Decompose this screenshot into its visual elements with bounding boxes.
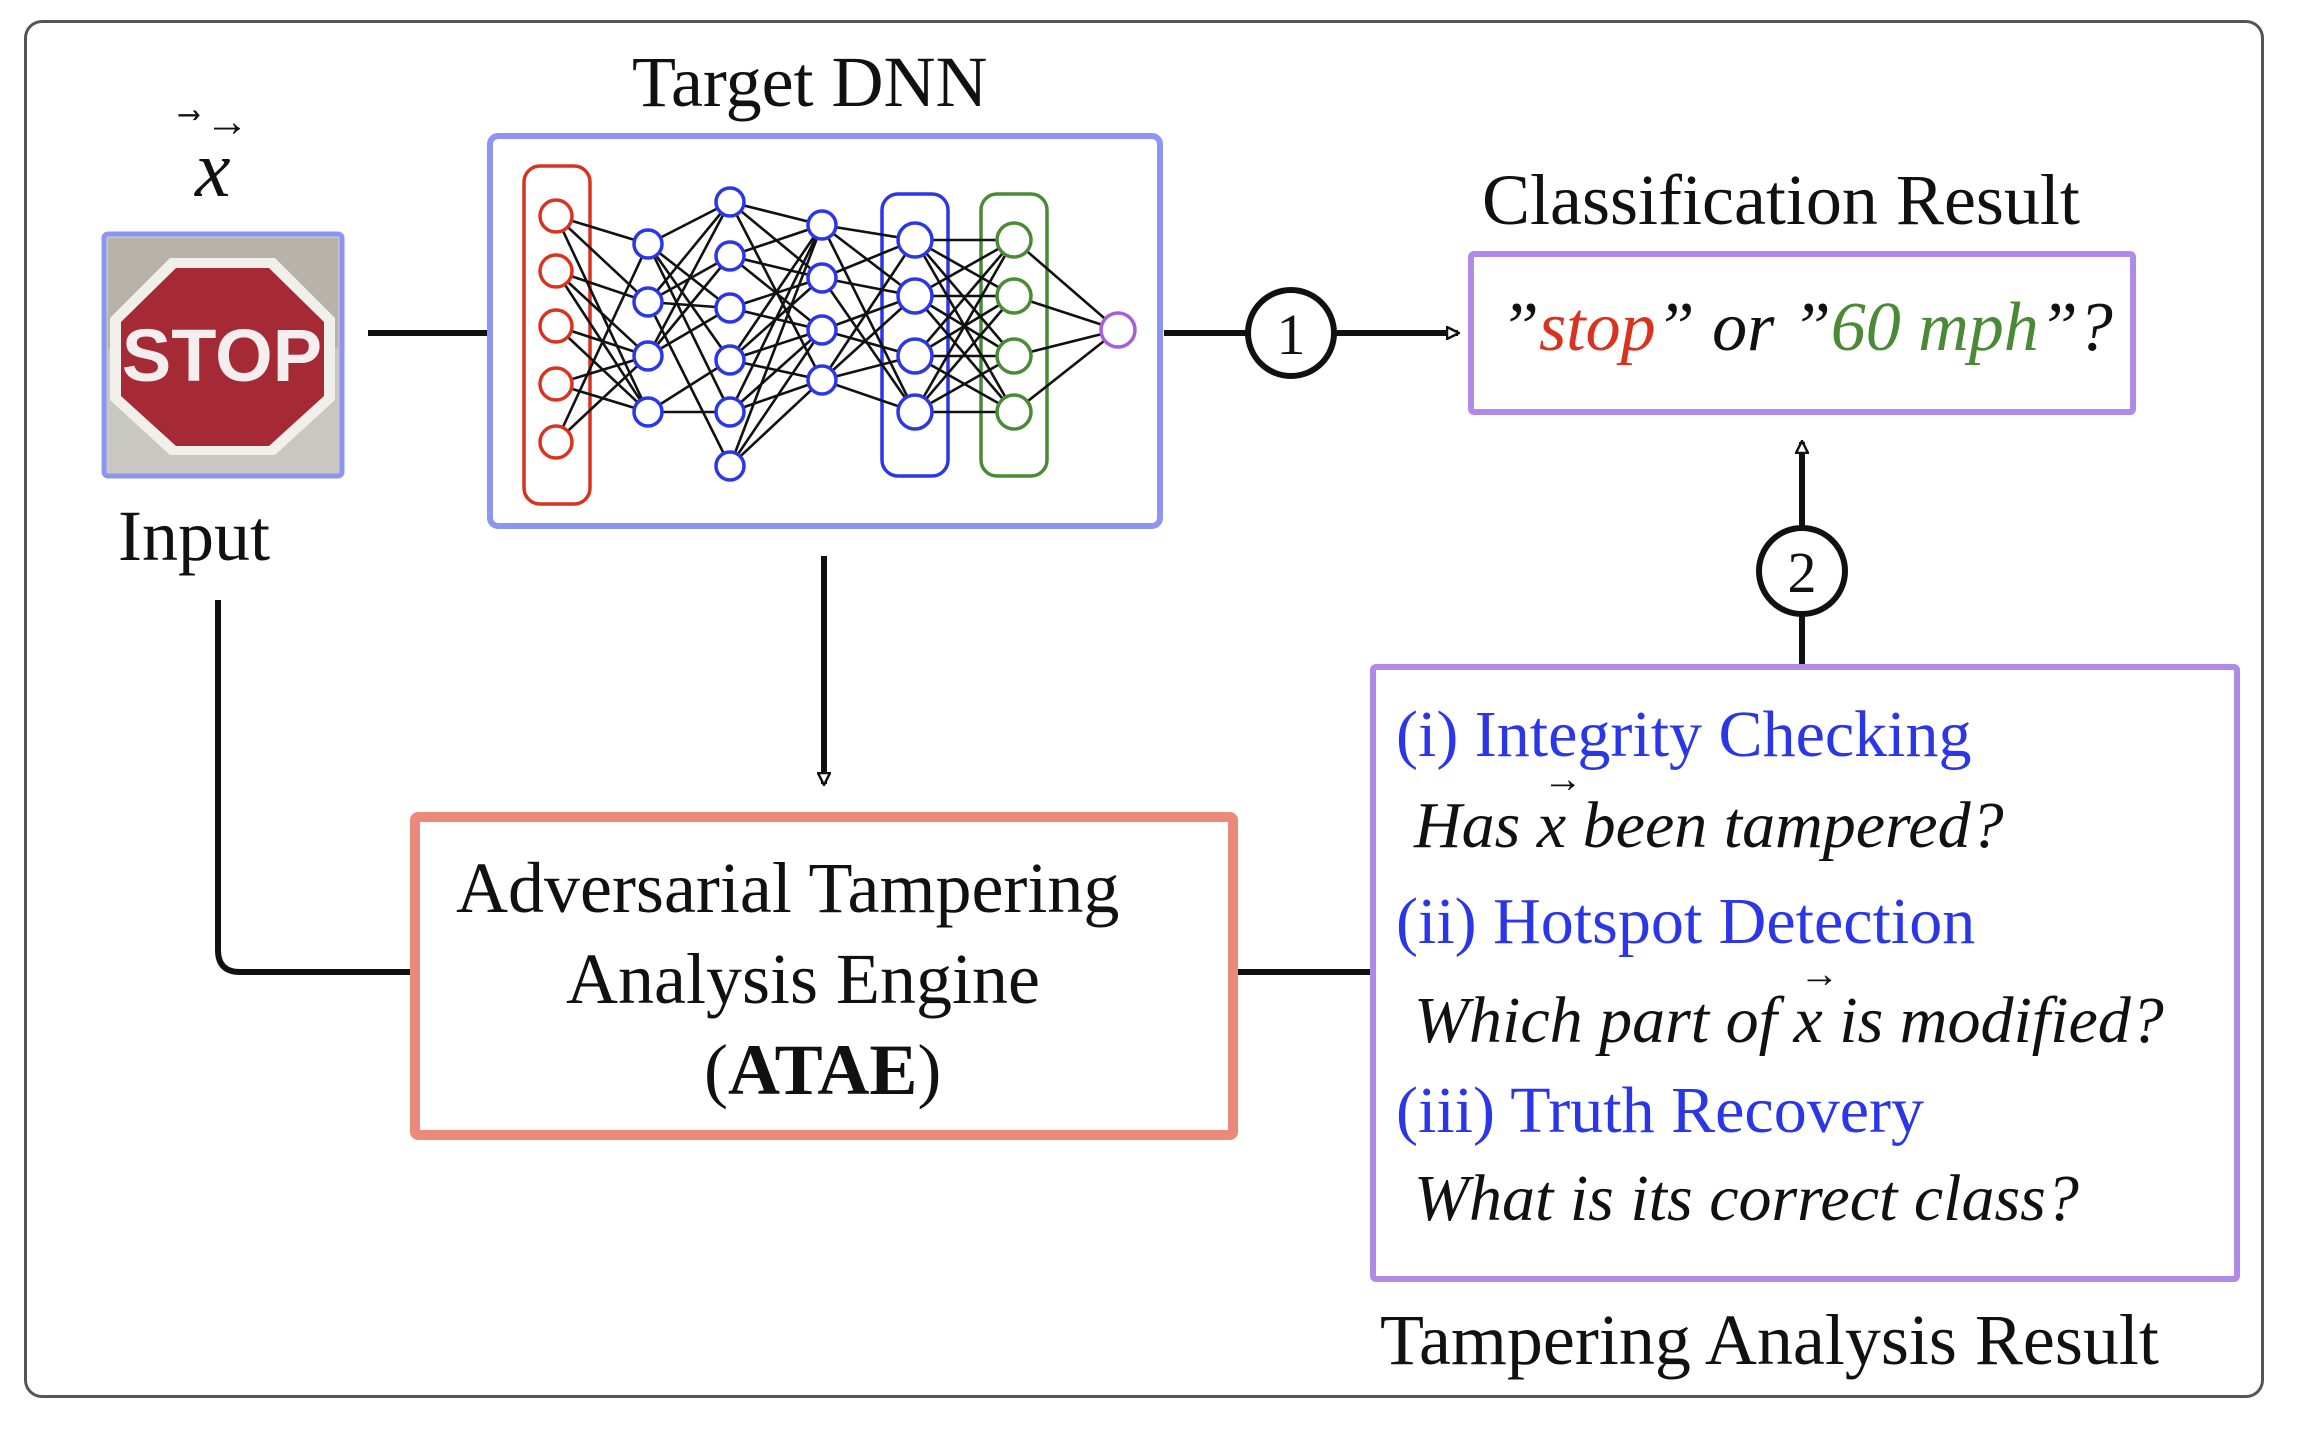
neuron	[714, 186, 746, 218]
neuron	[995, 393, 1033, 431]
atae-abbreviation: (ATAE)	[704, 1030, 942, 1110]
network-edge	[728, 224, 824, 413]
neuron	[806, 364, 838, 396]
neuron	[632, 396, 664, 428]
neuron	[714, 240, 746, 272]
neuron	[806, 209, 838, 241]
neuron	[995, 337, 1033, 375]
network-edge	[729, 254, 823, 280]
target-dnn-title: Target DNN	[632, 42, 988, 122]
step-1-marker: 1	[1245, 287, 1337, 379]
neuron	[538, 308, 574, 344]
svg-text:1: 1	[1277, 302, 1306, 367]
network-edge	[820, 239, 917, 381]
network-edge	[555, 355, 649, 443]
figure-frame	[24, 20, 2264, 1398]
network-edge	[820, 224, 917, 413]
network-edge	[728, 224, 824, 467]
network-edge	[647, 358, 731, 414]
network-edge	[646, 201, 732, 303]
neuron	[538, 253, 574, 289]
neuron	[896, 277, 934, 315]
class-stop: stop	[1538, 289, 1656, 366]
network-edge	[646, 201, 732, 357]
neuron	[632, 228, 664, 260]
integrity-checking-heading: (i) Integrity Checking	[1396, 698, 1972, 771]
network-edge	[647, 306, 731, 358]
input-to-atae-line	[215, 600, 410, 975]
network-nodes	[538, 186, 1137, 482]
network-edge	[913, 239, 1016, 413]
neuron	[714, 292, 746, 324]
neuron	[806, 314, 838, 346]
neuron	[896, 393, 934, 431]
neuron	[896, 337, 934, 375]
neuron	[714, 344, 746, 376]
network-edge	[914, 239, 1015, 357]
atae-line2: Analysis Engine	[566, 939, 1040, 1019]
neuron	[995, 221, 1033, 259]
output-neuron	[1099, 311, 1137, 349]
network-edge	[646, 243, 732, 413]
network-edge	[821, 295, 916, 381]
network-edge	[646, 243, 732, 361]
network-edge	[555, 215, 649, 303]
stop-sign-image: STOP	[101, 231, 345, 479]
classification-result-text: ”stop” or ”60 mph”?	[1500, 289, 2113, 366]
network-edge	[1013, 239, 1119, 331]
hotspot-detection-heading: (ii) Hotspot Detection	[1396, 885, 1976, 958]
input-caption: Input	[118, 496, 270, 576]
network-edge	[728, 329, 824, 467]
svg-text:2: 2	[1788, 540, 1817, 605]
network-edge	[820, 277, 917, 413]
atae-box	[410, 812, 1238, 1140]
class-60mph: 60 mph	[1830, 289, 2039, 366]
connectors	[215, 333, 1802, 975]
network-edge	[729, 379, 823, 467]
network-edge	[729, 329, 823, 413]
neuron	[714, 450, 746, 482]
network-edge	[729, 223, 823, 258]
network-edge	[729, 200, 823, 227]
neuron	[538, 424, 574, 460]
stop-sign-text: STOP	[122, 314, 322, 397]
network-edge	[821, 223, 916, 298]
neuron	[995, 277, 1033, 315]
network-edge	[647, 242, 731, 310]
tampering-analysis-box	[1370, 664, 2240, 1282]
network-edge	[914, 238, 1015, 298]
neuron	[538, 198, 574, 234]
classification-result-box	[1468, 251, 2136, 415]
tampering-analysis-caption: Tampering Analysis Result	[1380, 1300, 2159, 1380]
neuron	[806, 262, 838, 294]
network-edge	[555, 270, 649, 357]
network-edge	[914, 295, 1015, 413]
truth-recovery-question: What is its correct class?	[1414, 1162, 2079, 1235]
truth-recovery-heading: (iii) Truth Recovery	[1396, 1074, 1924, 1147]
atae-line1: Adversarial Tampering	[456, 848, 1120, 928]
network-edge	[646, 255, 732, 357]
input-layer-group	[522, 164, 592, 506]
network-edge	[914, 354, 1015, 414]
neuron	[538, 366, 574, 402]
network-edge	[728, 224, 824, 361]
network-edge	[554, 243, 650, 443]
step-2-marker: 2	[1756, 525, 1848, 617]
classification-title: Classification Result	[1482, 160, 2080, 240]
neuron	[632, 286, 664, 318]
neuron	[632, 340, 664, 372]
neuron	[896, 221, 934, 259]
neuron	[714, 396, 746, 428]
input-vector-label: ⃗ → x	[195, 97, 249, 214]
hotspot-detection-question: Which part of →x is modified?	[1414, 951, 2164, 1057]
network-edge	[1013, 328, 1119, 414]
integrity-checking-question: Has →x been tampered?	[1414, 756, 2004, 862]
